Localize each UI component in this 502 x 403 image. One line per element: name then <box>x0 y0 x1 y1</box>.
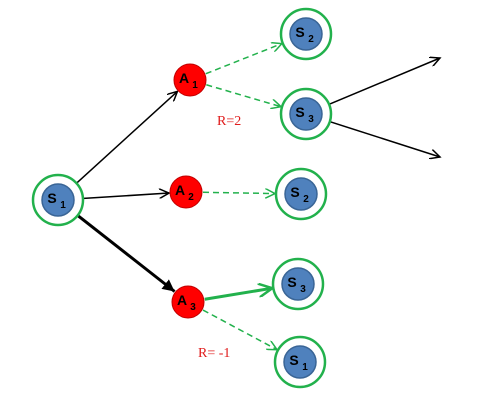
node-label: S <box>47 190 56 206</box>
edge-a1-to-s2_top <box>205 44 282 75</box>
reward-a1-s3: R=2 <box>217 114 241 129</box>
edge-a1-to-s3_mid <box>206 84 281 107</box>
edge-s3_mid-to-out_down <box>330 121 440 157</box>
node-subscript: 2 <box>188 192 194 203</box>
state-circle <box>289 17 323 51</box>
edge-s1_root-to-a1 <box>76 91 177 184</box>
node-subscript: 3 <box>300 284 306 295</box>
node-subscript: 2 <box>303 194 309 205</box>
action-circle <box>173 63 207 97</box>
node-label: S <box>289 352 298 368</box>
rewards: R=2 R= -1 <box>198 114 241 361</box>
action-circle <box>171 285 205 319</box>
node-label: S <box>287 274 296 290</box>
node-label: A <box>175 182 185 198</box>
edge-s3_mid-to-out_up <box>329 58 440 105</box>
node-subscript: 1 <box>302 362 308 373</box>
edge-a3-to-s1_low <box>202 309 277 350</box>
edge-s1_root-to-a2 <box>83 193 169 200</box>
node-subscript: 3 <box>308 114 314 125</box>
edge-a3-to-s3_low <box>204 288 273 301</box>
state-circle <box>281 267 315 301</box>
node-label: S <box>290 184 299 200</box>
node-subscript: 1 <box>192 80 198 91</box>
reward-a3-s1: R= -1 <box>198 346 230 361</box>
node-subscript: 3 <box>190 302 196 313</box>
state-circle <box>289 97 323 131</box>
node-label: S <box>295 104 304 120</box>
state-circle <box>284 177 318 211</box>
edge-s1_root-to-a3 <box>77 214 176 293</box>
action-circle <box>169 175 203 209</box>
edge-a2-to-s2_mid <box>202 192 275 193</box>
node-subscript: 2 <box>308 34 314 45</box>
node-subscript: 1 <box>60 200 66 211</box>
node-label: A <box>179 70 189 86</box>
state-circle <box>283 345 317 379</box>
state-circle <box>41 183 75 217</box>
node-label: S <box>295 24 304 40</box>
edges <box>76 44 440 350</box>
node-label: A <box>177 292 187 308</box>
